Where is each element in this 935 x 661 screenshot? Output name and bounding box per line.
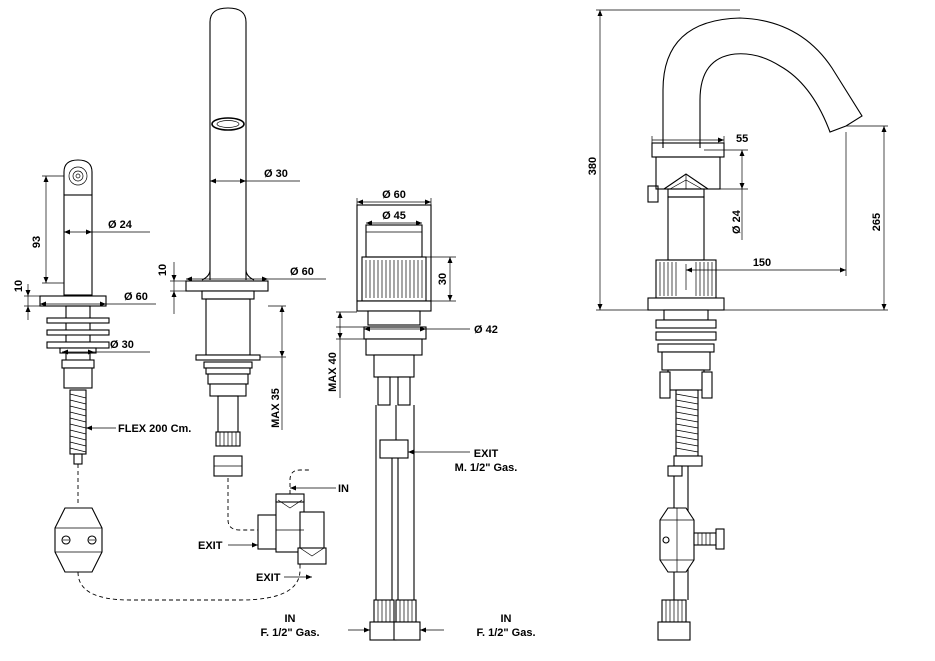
spout-plate-height-label: 10 xyxy=(157,264,169,276)
flex-hose-label: FLEX 200 Cm. xyxy=(118,423,191,435)
inlet-left-line1-label: IN xyxy=(285,613,296,625)
spout-tube xyxy=(209,7,247,280)
faucet-spout xyxy=(662,17,863,148)
faucet-spout-height-label: 265 xyxy=(871,213,883,231)
faucet-reach-label: 150 xyxy=(753,257,771,269)
hand-shower-plate-height-label: 10 xyxy=(13,280,25,292)
spout-plate xyxy=(185,280,269,292)
hose-counterweight xyxy=(54,507,103,573)
mixer-exit-line1-label: EXIT xyxy=(474,448,499,460)
mixer-knurl xyxy=(361,256,427,302)
diverter-fitting: IN EXIT EXIT xyxy=(198,469,349,584)
mounting-clamp xyxy=(659,507,725,573)
spout-view: Ø 30 10 Ø 60 MAX 35 xyxy=(157,7,326,531)
mixer-view: Ø 60 Ø 45 30 Ø 42 MAX 40 EXIT M. 1/2" Ga… xyxy=(260,189,536,641)
inlet-right-line2-label: F. 1/2" Gas. xyxy=(476,627,535,639)
faucet-side-view: 380 55 Ø 24 265 150 xyxy=(587,9,888,641)
mixer-max-thickness-label: MAX 40 xyxy=(327,352,339,392)
hand-shower-thread-diameter-label: Ø 30 xyxy=(110,339,134,351)
inlet-right-line1-label: IN xyxy=(501,613,512,625)
hand-shower-plate xyxy=(39,295,107,307)
hand-shower-view: 93 Ø 24 10 Ø 60 Ø 30 FLEX 200 Cm. xyxy=(13,159,301,601)
mixer-exit-line2-label: M. 1/2" Gas. xyxy=(455,462,518,474)
hand-shower-handle xyxy=(63,194,93,296)
mixer-base-diameter-label: Ø 42 xyxy=(474,324,498,336)
hand-shower-height-label: 93 xyxy=(31,236,43,248)
hand-shower-plate-diameter-label: Ø 60 xyxy=(124,291,148,303)
faucet-lever-diameter-label: Ø 24 xyxy=(731,209,743,234)
spout-diameter-label: Ø 30 xyxy=(264,168,288,180)
mixer-outer-diameter-label: Ø 60 xyxy=(382,189,406,201)
hand-shower-head xyxy=(63,159,93,195)
spout-plate-diameter-label: Ø 60 xyxy=(290,266,314,278)
inlet-left-line2-label: F. 1/2" Gas. xyxy=(260,627,319,639)
diverter-exit-bottom-label: EXIT xyxy=(256,572,281,584)
hand-shower-diameter-label: Ø 24 xyxy=(108,219,133,231)
diverter-exit-left-label: EXIT xyxy=(198,540,223,552)
spout-aerator xyxy=(211,117,245,131)
mixer-inner-diameter-label: Ø 45 xyxy=(382,210,406,222)
mixer-knurl-height-label: 30 xyxy=(437,273,449,285)
spout-max-thickness-label: MAX 35 xyxy=(270,388,282,428)
faucet-body-width-label: 55 xyxy=(736,133,748,145)
faucet-total-height-label: 380 xyxy=(587,157,599,175)
diverter-in-label: IN xyxy=(338,483,349,495)
flex-hose xyxy=(69,389,87,465)
